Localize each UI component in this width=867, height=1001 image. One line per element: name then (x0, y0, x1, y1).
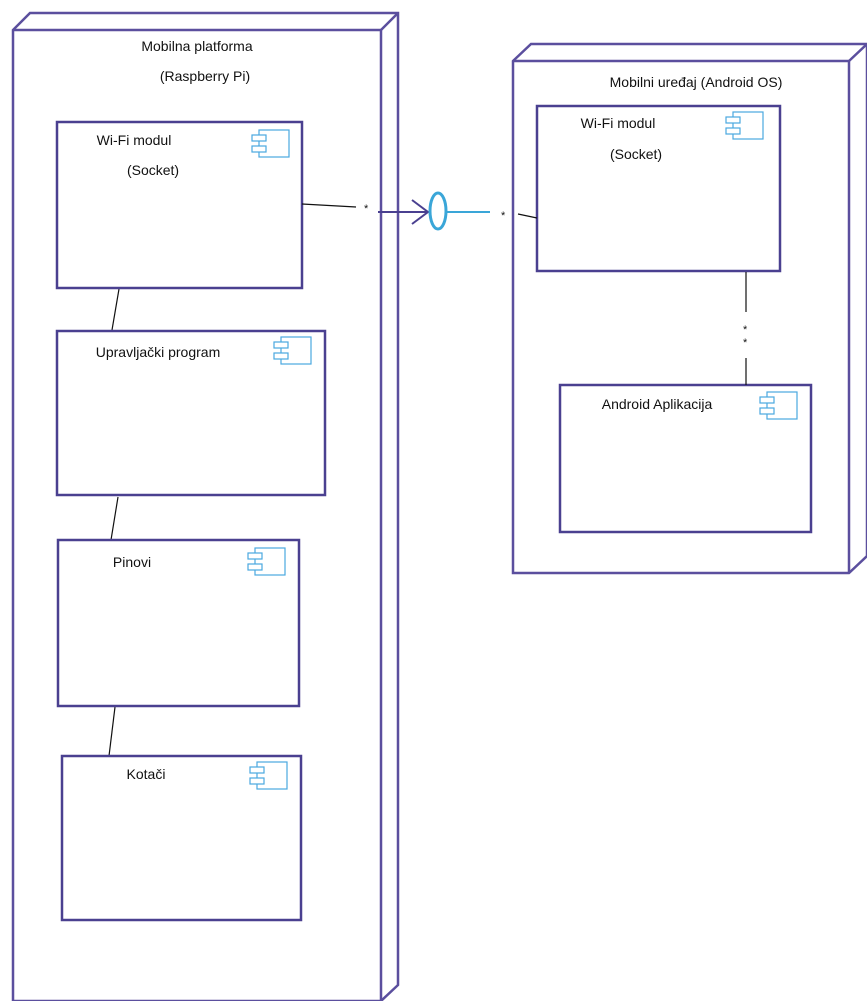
node-title-line1: Mobilna platforma (141, 38, 252, 54)
component-control-program[interactable]: Upravljački program (55, 329, 327, 497)
node-title: Mobilni uređaj (Android OS) (610, 74, 783, 90)
component-sublabel: (Socket) (610, 146, 662, 162)
component-label: Pinovi (113, 554, 151, 570)
component-wifi-platform[interactable]: Wi-Fi modul (Socket) (55, 120, 304, 290)
component-icon (273, 336, 312, 365)
component-label: Kotači (127, 766, 166, 782)
target-multiplicity: * (501, 210, 506, 222)
wifi-link-connector: * * (301, 203, 538, 222)
component-label: Wi-Fi modul (97, 132, 172, 148)
node-title-line2: (Raspberry Pi) (160, 68, 250, 84)
component-label: Android Aplikacija (602, 396, 713, 412)
link-wifi-to-control (111, 288, 120, 331)
component-label: Wi-Fi modul (581, 115, 656, 131)
component-icon (249, 761, 288, 790)
component-label: Upravljački program (96, 344, 220, 360)
component-sublabel: (Socket) (127, 162, 179, 178)
component-icon (725, 111, 764, 140)
link-pins-to-wheels (108, 706, 116, 757)
component-wifi-device[interactable]: Wi-Fi modul (Socket) (535, 104, 782, 273)
source-multiplicity: * (743, 324, 748, 336)
device-link-connector: * * (743, 272, 748, 385)
link-control-to-pins (110, 496, 119, 541)
component-wheels[interactable]: Kotači (60, 754, 303, 922)
component-icon (247, 547, 286, 576)
component-icon (251, 129, 290, 158)
source-multiplicity: * (364, 203, 369, 215)
component-icon (759, 391, 798, 420)
target-multiplicity: * (743, 337, 748, 349)
required-interface-icon (378, 191, 490, 231)
component-pins[interactable]: Pinovi (56, 538, 301, 708)
component-android-app[interactable]: Android Aplikacija (558, 383, 813, 534)
